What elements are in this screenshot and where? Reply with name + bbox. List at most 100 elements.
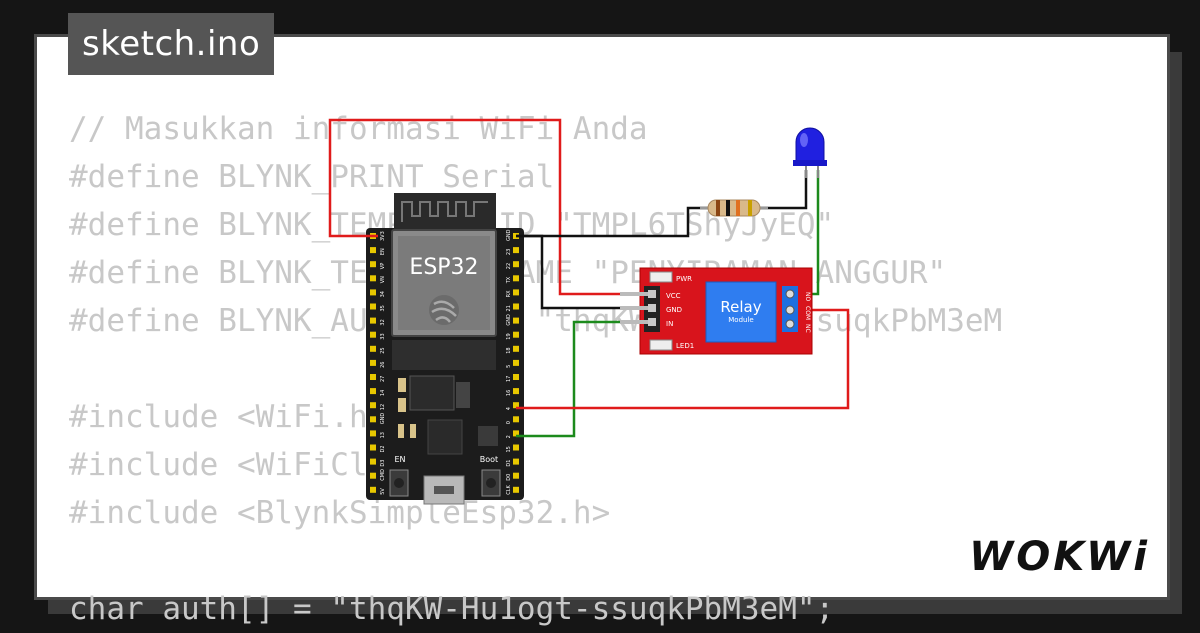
- espressif-logo-icon: [429, 295, 459, 325]
- pin-vcc-label: VCC: [666, 292, 681, 300]
- code-line: #define BLYNK_PRINT Serial: [69, 159, 555, 195]
- pwr-label: PWR: [676, 275, 692, 283]
- boot-button[interactable]: [481, 469, 501, 497]
- right-pin[interactable]: [513, 359, 519, 366]
- wire-gnd-relay[interactable]: [516, 234, 644, 310]
- right-pin-label: D1: [506, 460, 512, 467]
- right-pin[interactable]: [513, 289, 519, 296]
- relay-coil: [705, 281, 777, 343]
- right-pin[interactable]: [513, 303, 519, 310]
- blue-led[interactable]: [793, 127, 827, 178]
- left-pin[interactable]: [370, 458, 376, 465]
- left-pin-label: 26: [380, 362, 386, 368]
- right-pin[interactable]: [513, 430, 519, 437]
- right-pin-label: 2: [506, 435, 512, 438]
- right-pin-label: 4: [506, 407, 512, 410]
- left-pin[interactable]: [370, 345, 376, 352]
- right-pin[interactable]: [513, 472, 519, 479]
- usb-port: [423, 475, 465, 505]
- right-pin[interactable]: [513, 416, 519, 423]
- wire-gnd-resistor[interactable]: [516, 206, 708, 238]
- right-pin-label: 21: [506, 305, 512, 311]
- left-pin-label: 34: [380, 291, 386, 297]
- left-pin-label: 13: [380, 432, 386, 438]
- left-pin[interactable]: [370, 444, 376, 451]
- wire-vcc[interactable]: [328, 118, 644, 296]
- code-line: #include <WiFi.h>: [69, 399, 387, 435]
- left-pin[interactable]: [370, 275, 376, 282]
- left-pin[interactable]: [370, 303, 376, 310]
- left-pin[interactable]: [370, 374, 376, 380]
- left-pin[interactable]: [370, 388, 376, 395]
- en-label: EN: [394, 455, 405, 464]
- right-pin[interactable]: [513, 247, 519, 254]
- left-pin-label: 33: [380, 333, 386, 339]
- right-pin-label: 15: [506, 446, 512, 452]
- left-pin-header: 3V3ENVPVN343532332526271412GND13D2D3CMD5…: [370, 231, 386, 495]
- code-line: // Masukkan informasi WiFi Anda: [69, 111, 648, 147]
- right-pin-label: 16: [506, 390, 512, 396]
- right-pin[interactable]: [513, 345, 519, 352]
- left-pin[interactable]: [370, 331, 376, 338]
- left-pin[interactable]: [370, 472, 376, 479]
- right-pin-label: 23: [506, 249, 512, 255]
- right-pin-label: RX: [506, 290, 512, 297]
- left-pin[interactable]: [370, 317, 376, 324]
- terminal-com-label: COM: [804, 306, 811, 320]
- wire-resistor-led[interactable]: [760, 170, 808, 210]
- left-pin-label: D2: [380, 445, 386, 452]
- right-pin-label: CLK: [506, 485, 512, 495]
- left-pin-label: 32: [380, 319, 386, 325]
- left-pin-label: 35: [380, 305, 386, 311]
- right-pin[interactable]: [513, 458, 519, 465]
- right-pin[interactable]: [513, 486, 519, 493]
- module-label: ESP32: [409, 255, 478, 280]
- wokwi-logo: WOKWi: [969, 534, 1150, 580]
- resistor[interactable]: [700, 199, 768, 217]
- terminal-no-label: NO: [804, 292, 811, 301]
- left-pin-label: VP: [380, 263, 386, 269]
- right-pin-label: TX: [506, 276, 512, 284]
- relay-module[interactable]: VCC GND IN PWR LED1 Relay Module NO COM …: [620, 267, 813, 355]
- right-pin[interactable]: [513, 402, 519, 409]
- relay-sublabel: Module: [728, 316, 753, 324]
- left-pin-label: 14: [380, 390, 386, 396]
- left-pin[interactable]: [370, 247, 376, 254]
- right-pin[interactable]: [513, 275, 519, 282]
- left-pin[interactable]: [370, 261, 376, 268]
- left-pin[interactable]: [370, 402, 376, 409]
- right-pin-label: 17: [506, 376, 512, 382]
- relay-label: Relay: [720, 298, 761, 316]
- right-pin-label: 5: [506, 365, 512, 368]
- right-pin[interactable]: [513, 388, 519, 395]
- left-pin-label: 3V3: [380, 231, 386, 241]
- antenna-area: [394, 193, 496, 233]
- right-pin[interactable]: [513, 331, 519, 338]
- right-pin[interactable]: [513, 317, 519, 324]
- antenna-trace: [401, 201, 488, 222]
- left-pin[interactable]: [370, 486, 376, 493]
- left-pin[interactable]: [370, 359, 376, 366]
- left-pin[interactable]: [370, 430, 376, 437]
- left-pin-label: CMD: [380, 469, 386, 481]
- code-line: #include <BlynkSimpleEsp32.h>: [69, 495, 611, 531]
- right-pin[interactable]: [513, 374, 519, 380]
- esp32-board[interactable]: ESP32 EN Boot 3V3ENVPVN34353233252627141…: [366, 193, 524, 505]
- right-pin-label: GND: [506, 314, 512, 326]
- right-pin-label: GND: [506, 229, 512, 241]
- left-pin-label: 25: [380, 347, 386, 353]
- en-button[interactable]: [389, 469, 409, 497]
- led1-label: LED1: [676, 342, 694, 350]
- wire-com[interactable]: [516, 308, 850, 410]
- sketch-title-tab[interactable]: sketch.ino: [68, 13, 275, 75]
- pin-gnd-label: GND: [666, 306, 682, 314]
- pin-in-label: IN: [666, 320, 673, 328]
- right-pin[interactable]: [513, 444, 519, 451]
- left-pin[interactable]: [370, 289, 376, 296]
- right-pin-label: 19: [506, 333, 512, 339]
- wire-signal[interactable]: [516, 320, 644, 438]
- right-pin-label: 0: [506, 421, 512, 424]
- led1-indicator: [649, 339, 673, 351]
- right-pin[interactable]: [513, 261, 519, 268]
- left-pin[interactable]: [370, 416, 376, 423]
